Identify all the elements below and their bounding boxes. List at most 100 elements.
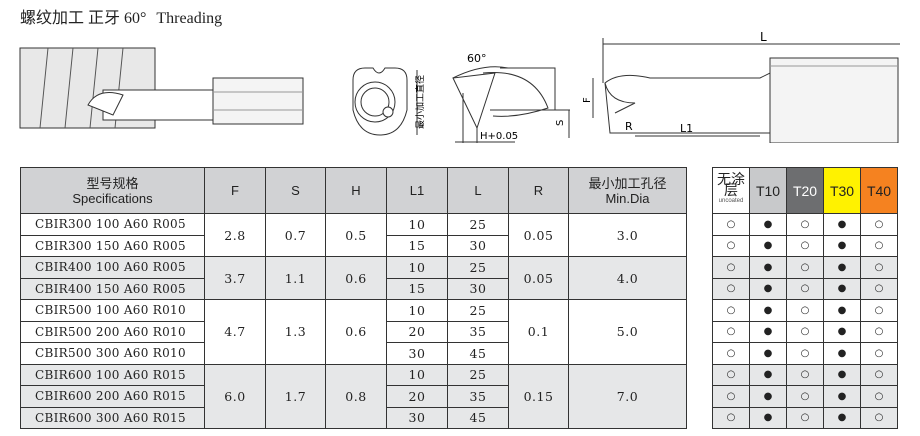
l-cell: 25	[447, 363, 509, 386]
spec-cell: CBIR400 100 A60 R005	[20, 256, 205, 279]
recommended-dot-icon: ●	[749, 385, 787, 408]
r-cell: 0.05	[508, 256, 569, 300]
s-cell: 0.7	[265, 213, 326, 257]
available-circle-icon: ○	[712, 234, 750, 257]
available-circle-icon: ○	[712, 363, 750, 386]
available-circle-icon: ○	[786, 277, 824, 300]
header-h: H	[325, 167, 387, 214]
f-label: F	[582, 97, 593, 103]
available-circle-icon: ○	[786, 406, 824, 429]
grade-row: ○●○●○	[712, 385, 898, 408]
r-label: R	[625, 120, 633, 133]
available-circle-icon: ○	[786, 256, 824, 279]
h-cell: 0.5	[325, 213, 387, 257]
spec-cell: CBIR600 200 A60 R015	[20, 385, 205, 408]
grade-row: ○●○●○	[712, 277, 898, 300]
l1-cell: 30	[386, 342, 448, 365]
grade-row: ○●○●○	[712, 234, 898, 257]
recommended-dot-icon: ●	[823, 320, 861, 343]
recommended-dot-icon: ●	[749, 213, 787, 236]
s-cell: 1.7	[265, 363, 326, 429]
h-label: H+0.05	[480, 131, 518, 142]
recommended-dot-icon: ●	[823, 342, 861, 365]
l-cell: 45	[447, 342, 509, 365]
l-label: L	[760, 30, 767, 44]
available-circle-icon: ○	[712, 213, 750, 236]
l1-cell: 20	[386, 320, 448, 343]
r-cell: 0.15	[508, 363, 569, 429]
l1-cell: 10	[386, 256, 448, 279]
header-r: R	[508, 167, 569, 214]
available-circle-icon: ○	[786, 299, 824, 322]
recommended-dot-icon: ●	[823, 363, 861, 386]
grade-header-t20: T20	[786, 167, 824, 214]
recommended-dot-icon: ●	[823, 256, 861, 279]
recommended-dot-icon: ●	[749, 299, 787, 322]
s-cell: 1.1	[265, 256, 326, 300]
available-circle-icon: ○	[860, 234, 898, 257]
grade-header-t30: T30	[823, 167, 861, 214]
l-cell: 35	[447, 385, 509, 408]
available-circle-icon: ○	[860, 342, 898, 365]
available-circle-icon: ○	[712, 342, 750, 365]
l1-label: L1	[680, 122, 693, 135]
available-circle-icon: ○	[786, 363, 824, 386]
spec-cell: CBIR500 100 A60 R010	[20, 299, 205, 322]
recommended-dot-icon: ●	[749, 256, 787, 279]
l-cell: 30	[447, 277, 509, 300]
spec-cell: CBIR500 300 A60 R010	[20, 342, 205, 365]
page-title: 螺纹加工 正牙 60° Threading	[20, 4, 228, 28]
spec-cell: CBIR600 100 A60 R015	[20, 363, 205, 386]
spec-cell: CBIR500 200 A60 R010	[20, 320, 205, 343]
grade-row: ○●○●○	[712, 299, 898, 322]
available-circle-icon: ○	[786, 385, 824, 408]
available-circle-icon: ○	[860, 363, 898, 386]
recommended-dot-icon: ●	[823, 406, 861, 429]
recommended-dot-icon: ●	[749, 342, 787, 365]
l-cell: 25	[447, 299, 509, 322]
grade-row: ○●○●○	[712, 406, 898, 429]
l1-cell: 15	[386, 277, 448, 300]
min-dia-cell: 5.0	[568, 299, 687, 365]
available-circle-icon: ○	[860, 406, 898, 429]
spec-cell: CBIR300 150 A60 R005	[20, 234, 205, 257]
available-circle-icon: ○	[712, 385, 750, 408]
recommended-dot-icon: ●	[823, 299, 861, 322]
l-cell: 25	[447, 256, 509, 279]
s-label: S	[555, 120, 566, 126]
grade-row: ○●○●○	[712, 342, 898, 365]
l-cell: 45	[447, 406, 509, 429]
grade-row: ○●○●○	[712, 256, 898, 279]
available-circle-icon: ○	[786, 234, 824, 257]
available-circle-icon: ○	[712, 406, 750, 429]
available-circle-icon: ○	[860, 256, 898, 279]
recommended-dot-icon: ●	[749, 277, 787, 300]
min-dia-cell: 7.0	[568, 363, 687, 429]
available-circle-icon: ○	[786, 342, 824, 365]
available-circle-icon: ○	[860, 277, 898, 300]
recommended-dot-icon: ●	[749, 234, 787, 257]
recommended-dot-icon: ●	[823, 213, 861, 236]
available-circle-icon: ○	[860, 320, 898, 343]
threading-illustration	[19, 47, 304, 129]
spec-cell: CBIR600 300 A60 R015	[20, 406, 205, 429]
h-cell: 0.6	[325, 256, 387, 300]
available-circle-icon: ○	[712, 320, 750, 343]
min-dia-cell: 4.0	[568, 256, 687, 300]
grade-row: ○●○●○	[712, 363, 898, 386]
angle-label: 60°	[467, 52, 487, 65]
available-circle-icon: ○	[712, 256, 750, 279]
r-cell: 0.1	[508, 299, 569, 365]
available-circle-icon: ○	[860, 213, 898, 236]
header-f: F	[204, 167, 266, 214]
